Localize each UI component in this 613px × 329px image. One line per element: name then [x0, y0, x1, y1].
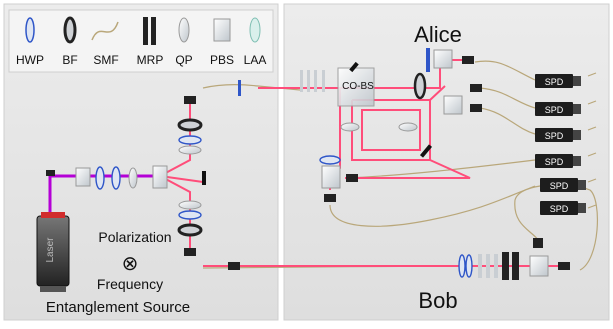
- legend-label-hwp: HWP: [16, 53, 44, 67]
- cross-symbol: ⊗: [122, 253, 139, 275]
- spd-label: SPD: [545, 157, 564, 167]
- legend-label-bf: BF: [62, 53, 77, 67]
- source-title: Entanglement Source: [46, 299, 190, 316]
- legend-label-mrp: MRP: [137, 53, 164, 67]
- source-line-2: Frequency: [97, 276, 163, 292]
- pbs-icon: [214, 19, 230, 41]
- qp-icon: [179, 18, 189, 42]
- hwp-icon: [26, 18, 34, 42]
- legend-label-smf: SMF: [93, 53, 118, 67]
- source-line-1: Polarization: [98, 229, 171, 245]
- spd-label: SPD: [545, 105, 564, 115]
- spd-detector: SPD: [535, 128, 581, 142]
- laser-label: Laser: [45, 237, 56, 263]
- legend-label-laa: LAA: [244, 53, 267, 67]
- spd-detector: SPD: [540, 201, 586, 215]
- spd-label: SPD: [545, 77, 564, 87]
- spd-detector: SPD: [535, 74, 581, 88]
- spd-label: SPD: [545, 131, 564, 141]
- laser: Laser: [37, 212, 69, 292]
- legend-label-pbs: PBS: [210, 53, 234, 67]
- legend-label-qp: QP: [175, 53, 192, 67]
- spd-detector: SPD: [535, 102, 581, 116]
- spd-detector: SPD: [540, 178, 586, 192]
- laa-icon: [250, 18, 260, 42]
- spd-label: SPD: [550, 181, 569, 191]
- cobs-label: CO-BS: [342, 81, 374, 92]
- bf-icon: [65, 18, 75, 42]
- alice-title: Alice: [414, 22, 462, 47]
- spd-detector: SPD: [535, 154, 581, 168]
- spd-label: SPD: [550, 204, 569, 214]
- bob-title: Bob: [418, 288, 457, 313]
